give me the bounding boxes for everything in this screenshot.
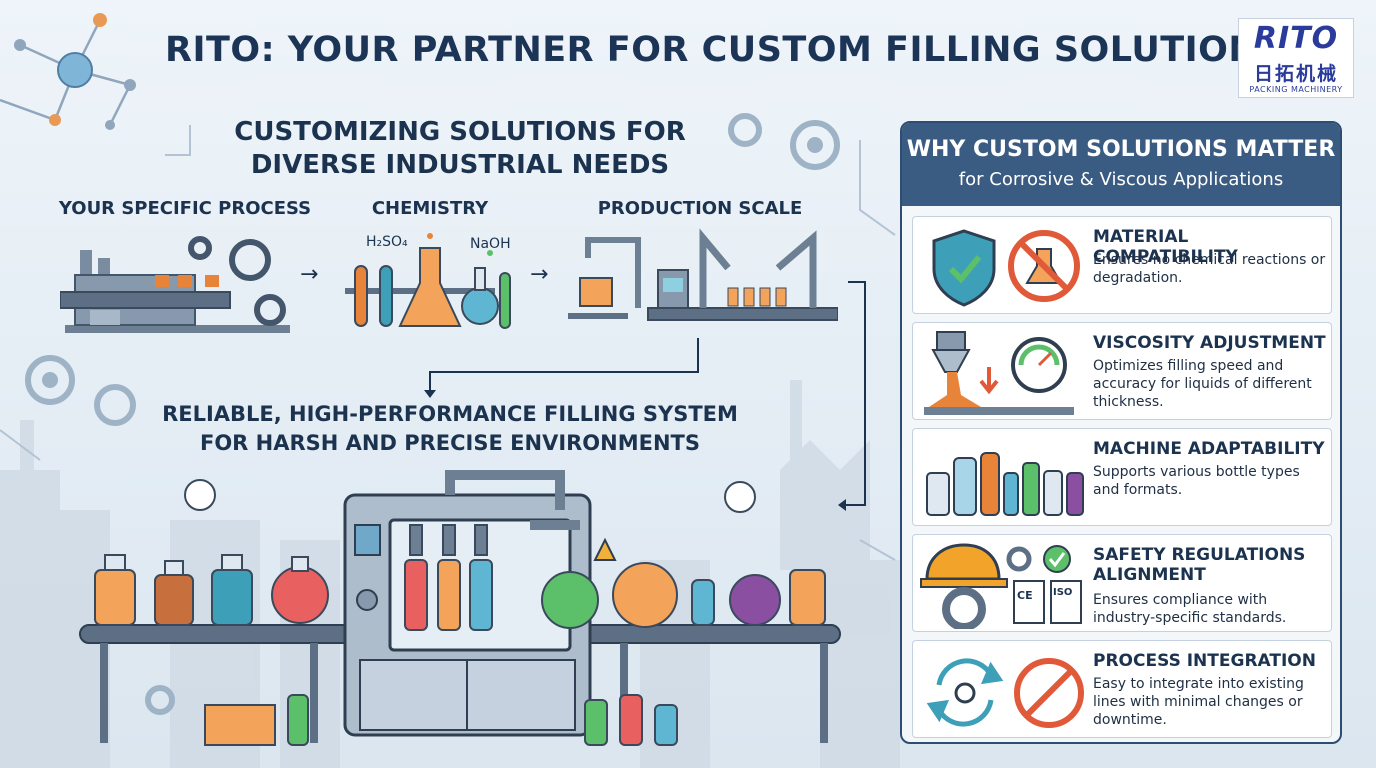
flask-illustration (345, 233, 511, 329)
system-heading-line1: RELIABLE, HIGH-PERFORMANCE FILLING SYSTE… (162, 402, 738, 426)
formula-h2so4: H₂SO₄ (366, 234, 408, 250)
logo-tagline: PACKING MACHINERY (1249, 85, 1343, 94)
no-reaction-icon (1008, 230, 1080, 302)
benefit-item-integration: PROCESS INTEGRATION Easy to integrate in… (912, 640, 1332, 738)
step-label-chemistry: CHEMISTRY (371, 198, 489, 219)
prohibited-icon (1014, 658, 1084, 728)
section-heading-line2: DIVERSE INDUSTRIAL NEEDS (250, 150, 670, 180)
logo-brand: RITO (1253, 21, 1339, 56)
arrow-icon: → (300, 262, 319, 287)
flask-icon (184, 479, 216, 511)
benefit-desc: Optimizes filling speed and accuracy for… (1093, 358, 1312, 410)
shield-check-icon (932, 229, 996, 307)
system-heading: RELIABLE, HIGH-PERFORMANCE FILLING SYSTE… (140, 400, 760, 458)
hard-hat-icon (920, 543, 1008, 629)
benefit-item-material: MATERIAL COMPATIBILITY Ensures no chemic… (912, 216, 1332, 314)
benefit-item-viscosity: VISCOSITY ADJUSTMENT Optimizes filling s… (912, 322, 1332, 420)
gear-icon (188, 236, 286, 326)
benefit-title: VISCOSITY ADJUSTMENT (1093, 333, 1326, 353)
funnel-icon (929, 331, 981, 407)
ce-certificate-icon (1013, 580, 1045, 624)
ce-badge: CE (1017, 589, 1033, 602)
gear-icon (25, 113, 840, 715)
logo-chinese: 日拓机械 (1253, 63, 1338, 85)
benefit-item-safety: CE ISO SAFETY REGULATIONS ALIGNMENT Ensu… (912, 534, 1332, 632)
arrow-icon: → (530, 262, 549, 287)
gauge-icon (1011, 337, 1067, 393)
benefit-item-adaptability: MACHINE ADAPTABILITY Supports various bo… (912, 428, 1332, 526)
benefit-desc: Easy to integrate into existing lines wi… (1093, 676, 1304, 728)
factory-illustration (60, 236, 290, 333)
benefit-desc: Ensures compliance with industry-specifi… (1093, 592, 1287, 626)
cycle-icon (926, 658, 1004, 727)
filling-machine-illustration (79, 470, 841, 746)
flask-icon (724, 481, 756, 513)
robot-arm-illustration (568, 228, 838, 321)
step-label-process: YOUR SPECIFIC PROCESS (58, 198, 312, 219)
benefit-title: PROCESS INTEGRATION (1093, 651, 1316, 671)
iso-badge: ISO (1053, 587, 1073, 598)
system-heading-line2: FOR HARSH AND PRECISE ENVIRONMENTS (199, 431, 701, 455)
page-title: RITO: YOUR PARTNER FOR CUSTOM FILLING SO… (165, 30, 1284, 70)
benefit-title: MATERIAL COMPATIBILITY (1093, 227, 1238, 267)
iso-certificate-icon (1050, 580, 1082, 624)
step-label-scale: PRODUCTION SCALE (597, 198, 803, 219)
panel-subtitle: for Corrosive & Viscous Applications (958, 169, 1284, 190)
warning-icon (593, 537, 617, 561)
benefit-desc: Supports various bottle types and format… (1093, 464, 1300, 498)
panel-header: WHY CUSTOM SOLUTIONS MATTER for Corrosiv… (902, 123, 1340, 206)
benefits-panel: WHY CUSTOM SOLUTIONS MATTER for Corrosiv… (900, 121, 1342, 744)
panel-title: WHY CUSTOM SOLUTIONS MATTER (906, 137, 1336, 162)
formula-naoh: NaOH (470, 236, 511, 252)
benefit-title: MACHINE ADAPTABILITY (1093, 439, 1325, 459)
benefit-desc: Ensures no chemical reactions or degrada… (1093, 252, 1326, 286)
flow-connectors (424, 281, 866, 511)
bottle-icon (926, 452, 1084, 516)
benefit-title: SAFETY REGULATIONS ALIGNMENT (1093, 545, 1306, 585)
section-heading: CUSTOMIZING SOLUTIONS FOR DIVERSE INDUST… (210, 116, 710, 182)
section-heading-line1: CUSTOMIZING SOLUTIONS FOR (234, 117, 686, 147)
brand-logo: RITO 日拓机械 PACKING MACHINERY (1238, 18, 1354, 98)
